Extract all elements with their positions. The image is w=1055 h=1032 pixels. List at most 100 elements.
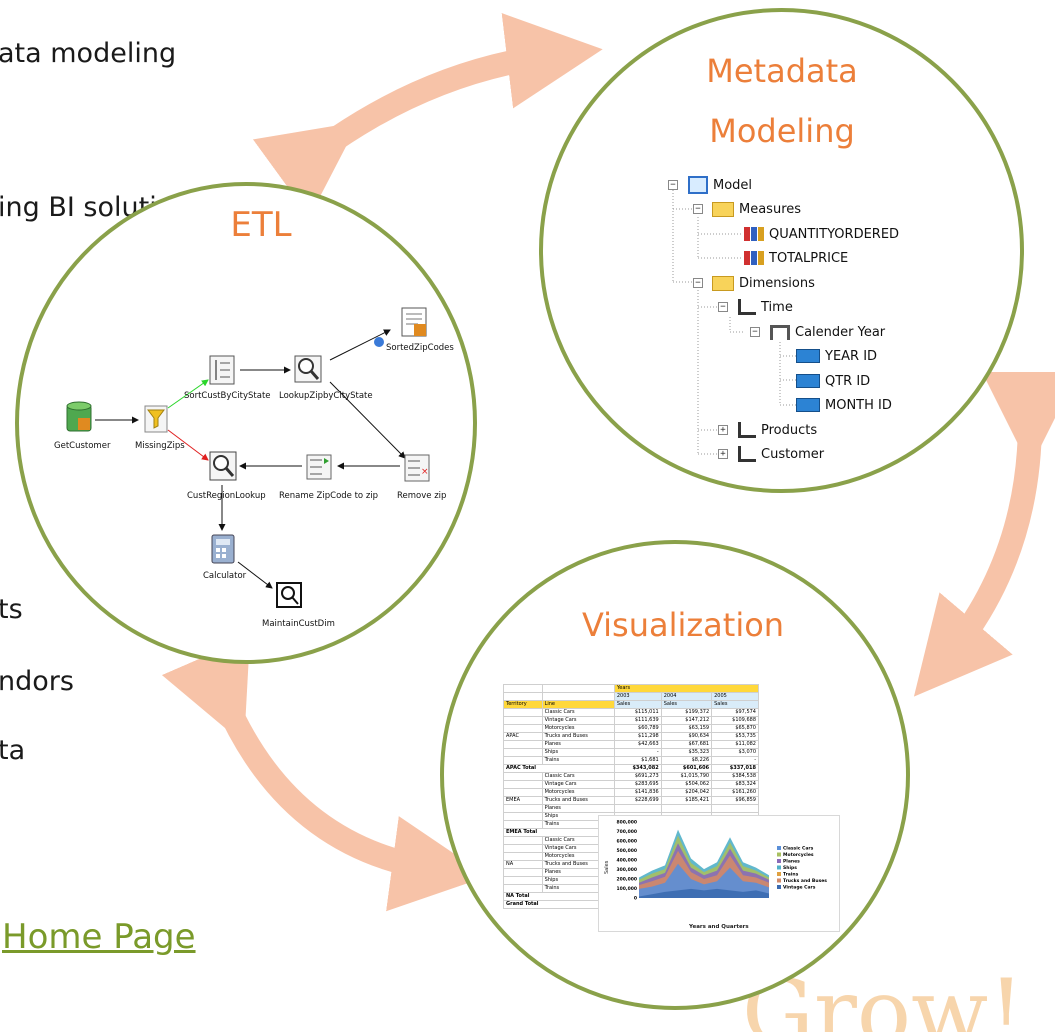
pivot-value-cell: $109,688 <box>711 716 759 725</box>
pivot-total-value: $337,018 <box>711 764 759 773</box>
bg-text-ndors: ndors <box>0 666 74 697</box>
tree-expand-products[interactable]: + <box>718 425 728 435</box>
arrow-visualization-etl <box>161 636 488 912</box>
tree-item-totalprice[interactable]: TOTALPRICE <box>744 249 848 267</box>
pivot-value-cell: $111,639 <box>613 716 662 725</box>
pivot-value-cell: $1,015,790 <box>660 772 713 781</box>
pivot-value-cell: $161,260 <box>711 788 759 797</box>
tree-item-dimensions[interactable]: Dimensions <box>712 274 815 292</box>
tree-collapse-measures[interactable]: − <box>693 204 703 214</box>
tree-label-month-id: MONTH ID <box>825 397 892 413</box>
legend-swatch <box>777 859 781 863</box>
table-row: Ships-$35,323$3,070 <box>503 748 759 757</box>
pivot-territory-cell <box>503 772 543 781</box>
tree-item-qtr-id[interactable]: QTR ID <box>796 372 870 390</box>
pivot-line-cell: Planes <box>541 804 615 813</box>
pivot-value-cell: $53,735 <box>711 732 759 741</box>
pivot-total-value: $343,082 <box>613 764 662 773</box>
tree-collapse-dimensions[interactable]: − <box>693 278 703 288</box>
chart-ytick-label: 300,000 <box>617 867 638 873</box>
dimension-update-icon <box>276 582 302 608</box>
tree-item-month-id[interactable]: MONTH ID <box>796 396 892 414</box>
pivot-value-cell: $691,273 <box>613 772 662 781</box>
tree-item-model[interactable]: Model <box>688 176 752 194</box>
bg-text-ts: ts <box>0 594 23 625</box>
model-icon <box>688 176 708 194</box>
pivot-territory-cell <box>503 756 543 765</box>
remove-fields-icon: × <box>404 454 430 482</box>
level-icon <box>796 398 820 412</box>
etl-circle <box>15 182 477 664</box>
legend-swatch <box>777 872 781 876</box>
home-page-link[interactable]: Home Page <box>2 917 196 957</box>
tree-item-time[interactable]: Time <box>738 298 793 316</box>
tree-item-measures[interactable]: Measures <box>712 200 801 218</box>
step-label-removezip: Remove zip <box>397 491 446 501</box>
tree-collapse-model[interactable]: − <box>668 180 678 190</box>
pivot-territory-cell <box>503 836 543 845</box>
dimension-icon <box>738 299 756 315</box>
pivot-value-cell: - <box>711 756 759 765</box>
hop-lookupzip-removezip <box>329 381 406 459</box>
table-row: Planes$42,663$67,681$11,082 <box>503 740 759 749</box>
pivot-value-cell: $283,695 <box>613 780 662 789</box>
pivot-sales-header: Sales <box>613 700 662 709</box>
pivot-territory-cell <box>503 884 543 893</box>
table-row: Planes <box>503 804 759 813</box>
pivot-territory-cell <box>503 876 543 885</box>
legend-swatch <box>777 865 781 870</box>
tree-label-dimensions: Dimensions <box>739 275 815 291</box>
pivot-value-cell: - <box>613 748 662 757</box>
metadata-title-line2: Modeling <box>709 112 855 150</box>
tree-item-customer[interactable]: Customer <box>738 445 824 463</box>
step-label-maintaindim: MaintainCustDim <box>262 619 335 629</box>
legend-swatch <box>777 846 781 850</box>
pivot-territory-cell <box>503 844 543 853</box>
tree-collapse-time[interactable]: − <box>718 302 728 312</box>
tree-label-year-id: YEAR ID <box>825 348 878 364</box>
pivot-sales-header: Sales <box>660 700 713 709</box>
dimension-icon <box>738 422 756 438</box>
pivot-line-cell: Trains <box>541 756 615 765</box>
pivot-territory-cell: NA <box>503 860 543 869</box>
pivot-value-cell: $147,212 <box>660 716 713 725</box>
folder-icon <box>712 201 734 217</box>
chart-ytick-label: 0 <box>634 896 637 902</box>
pivot-sales-header: Sales <box>711 700 759 709</box>
pivot-value-cell: $228,699 <box>613 796 662 805</box>
tree-item-quantity[interactable]: QUANTITYORDERED <box>744 225 899 243</box>
pivot-territory-cell: EMEA <box>503 796 543 805</box>
tree-label-calendar-year: Calender Year <box>795 324 886 340</box>
legend-label: Planes <box>783 859 800 865</box>
chart-xlabel: Years and Quarters <box>688 924 749 930</box>
pivot-value-cell: $199,372 <box>660 708 713 717</box>
pivot-value-cell: $204,042 <box>660 788 713 797</box>
pivot-value-cell: $3,070 <box>711 748 759 757</box>
tree-item-products[interactable]: Products <box>738 421 817 439</box>
tree-label-model: Model <box>713 177 753 193</box>
tree-item-calendar-year[interactable]: Calender Year <box>770 323 885 341</box>
arrow-metadata-visualization <box>913 371 1055 697</box>
tree-item-year-id[interactable]: YEAR ID <box>796 347 877 365</box>
legend-label: Trucks and Buses <box>783 878 827 884</box>
step-label-getcustomer: GetCustomer <box>54 441 111 451</box>
pivot-year-2003: 2003 <box>613 692 662 701</box>
chart-ytick-label: 200,000 <box>617 877 638 883</box>
pivot-value-cell: $97,574 <box>711 708 759 717</box>
etl-title: ETL <box>230 205 292 245</box>
pivot-line-cell: Trucks and Buses <box>541 796 615 805</box>
pivot-year-2005: 2005 <box>711 692 759 701</box>
legend-label: Motorcycles <box>783 852 814 858</box>
pivot-value-cell: $83,324 <box>711 780 759 789</box>
pivot-value-cell: $63,159 <box>660 724 713 733</box>
pivot-line-cell: Motorcycles <box>541 788 615 797</box>
hierarchy-icon <box>770 324 790 340</box>
tree-collapse-calendar[interactable]: − <box>750 327 760 337</box>
tree-expand-customer[interactable]: + <box>718 449 728 459</box>
measure-icon <box>744 251 764 265</box>
svg-text:×: × <box>421 467 429 477</box>
step-label-sortcust: SortCustByCityState <box>184 391 271 401</box>
